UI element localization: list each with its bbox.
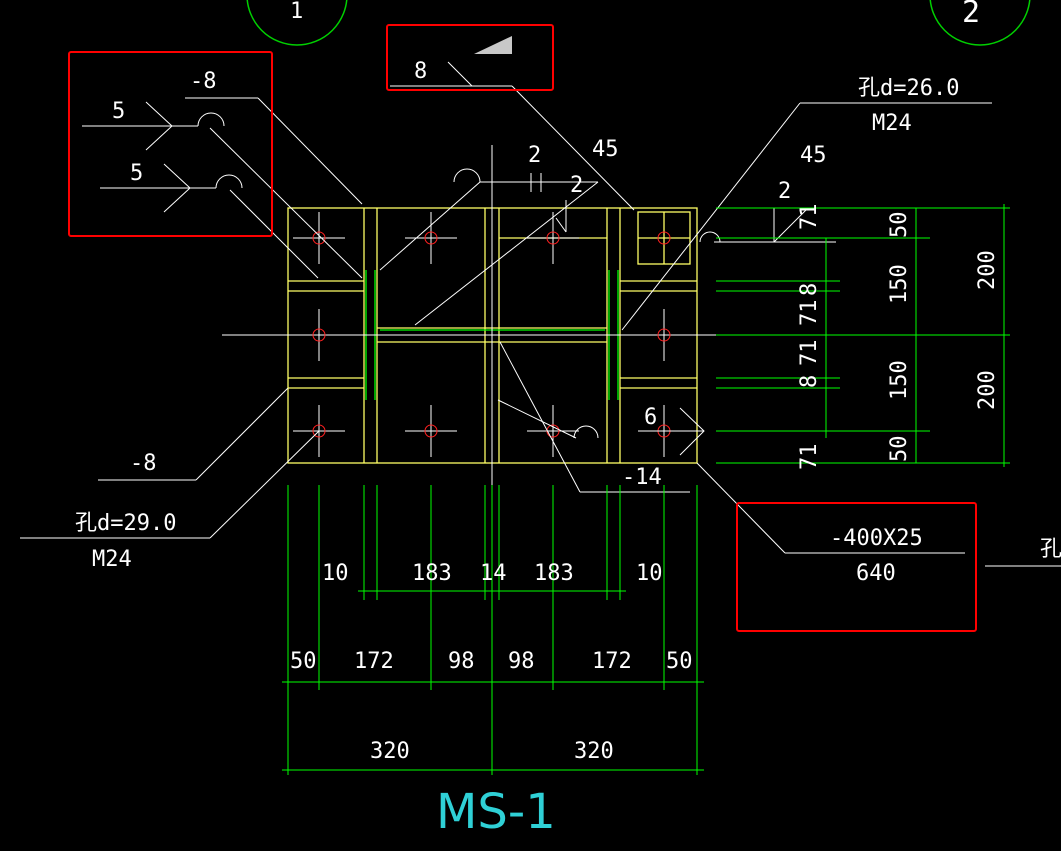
dim-right-inner-mid-d: 8 (797, 375, 822, 388)
highlight-boxes (68, 24, 977, 632)
dim-right-outer-bottom: 200 (975, 370, 1000, 410)
dim-right-outer-top: 200 (975, 250, 1000, 290)
hole-note-top: 孔d=26.0 (858, 76, 959, 101)
weld-note-size-a: 5 (112, 99, 125, 124)
drawing-title: MS-1 (436, 784, 556, 840)
bolt-hole (405, 405, 457, 457)
bolt-hole (657, 231, 671, 245)
grid-bubble-1 (246, 0, 348, 46)
dim-bottom-r1-3: 183 (534, 561, 574, 586)
bolt-hole (293, 212, 345, 264)
dim-right-inner-mid-a: 8 (797, 283, 822, 296)
leaders (20, 61, 1061, 567)
grid-label-1: 1 (290, 0, 303, 24)
bolt-hole (293, 309, 345, 361)
dim-bottom-r3-0: 320 (370, 739, 410, 764)
grid-label-2: 2 (962, 0, 980, 30)
dim-right-mid-bottom: 50 (887, 436, 912, 463)
dim-right-inner-bottom: 71 (797, 444, 822, 471)
weld-note-stiffener: 2 (528, 143, 541, 168)
dim-right-mid-lower: 150 (887, 360, 912, 400)
bolt-hole (405, 212, 457, 264)
dim-bottom-r2-0: 50 (290, 649, 317, 674)
highlight-box-welds (68, 51, 273, 237)
plate-note-web: -14 (622, 465, 662, 490)
weld-flag-icon (474, 36, 512, 54)
weld-note-right: 2 (778, 179, 791, 204)
hole-note-bottom: 孔d=29.0 (75, 511, 176, 536)
dim-bottom-r1-0: 10 (322, 561, 349, 586)
dim-bottom-r1-1: 183 (412, 561, 452, 586)
dim-bottom-r2-5: 50 (666, 649, 693, 674)
dim-right-inner-top: 71 (797, 204, 822, 231)
dim-right-mid-top: 50 (887, 212, 912, 239)
plate-note-left: -8 (130, 451, 157, 476)
weld-note-angle-right: 45 (800, 143, 827, 168)
highlight-box-top-weld (386, 24, 554, 91)
dim-bottom-r1-2: 14 (480, 561, 507, 586)
weld-note-angle-left: 45 (592, 137, 619, 162)
weld-note-bottom-right: 6 (644, 405, 657, 430)
plate-note-length: 640 (856, 561, 896, 586)
hole-note-right-edge: 孔 (1040, 537, 1061, 562)
highlight-box-base-plate (736, 502, 977, 632)
dim-bottom-r2-3: 98 (508, 649, 535, 674)
grid-bubbles (246, 0, 1031, 46)
dim-bottom-r2-1: 172 (354, 649, 394, 674)
bolt-hole (638, 309, 690, 361)
dim-bottom-r2-2: 98 (448, 649, 475, 674)
dim-right-inner-mid-b: 71 (797, 300, 822, 327)
plate-note-base: -400X25 (830, 526, 923, 551)
weld-note-plate: -8 (190, 69, 217, 94)
weld-note-top: 8 (414, 59, 427, 84)
dim-right-mid-upper: 150 (887, 264, 912, 304)
dim-right-inner-mid-c: 71 (797, 340, 822, 367)
weld-note-size-b: 5 (130, 161, 143, 186)
dim-bottom-r1-4: 10 (636, 561, 663, 586)
bolt-note-top: M24 (872, 111, 912, 136)
dim-bottom-r3-1: 320 (574, 739, 614, 764)
dimension-lines (282, 204, 1010, 775)
bolt-note-bottom: M24 (92, 547, 132, 572)
weld-note-stiffener-b: 2 (570, 173, 583, 198)
bolt-hole (527, 212, 579, 264)
grid-bubble-2 (929, 0, 1031, 46)
dim-bottom-r2-4: 172 (592, 649, 632, 674)
